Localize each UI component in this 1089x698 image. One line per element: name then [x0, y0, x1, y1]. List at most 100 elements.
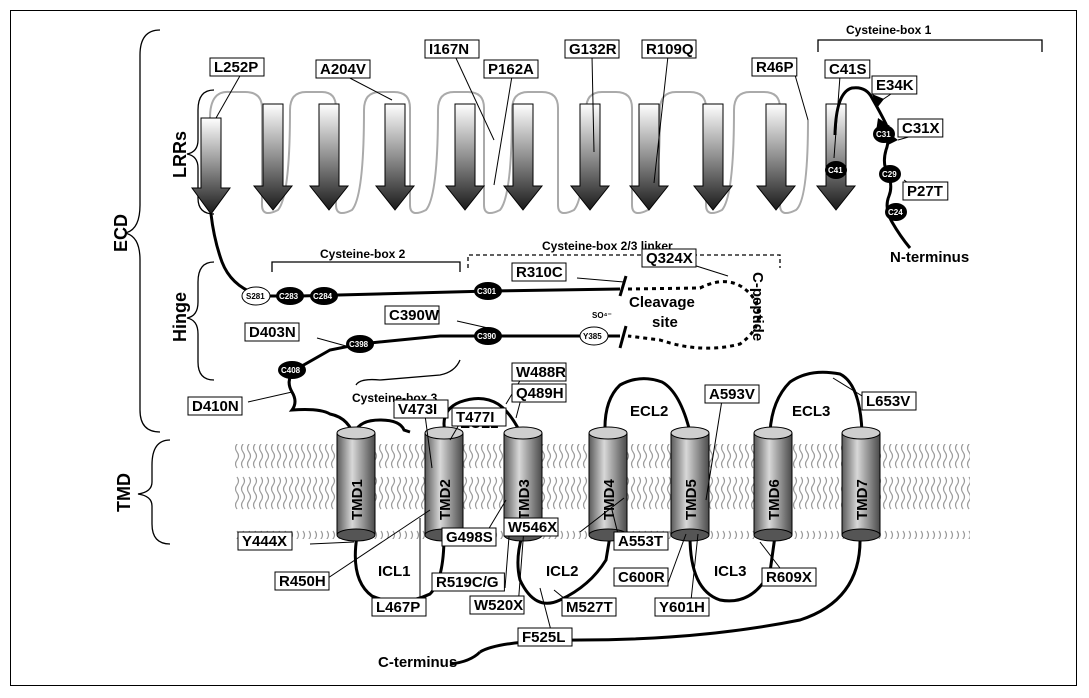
mutation-d403n: D403N	[245, 323, 299, 341]
mutation-a593v: A593V	[705, 385, 759, 403]
mutation-text: Y444X	[242, 533, 287, 550]
svg-text:C398: C398	[349, 340, 369, 349]
mutation-w520x: W520X	[470, 596, 524, 614]
mutation-text: C31X	[902, 120, 940, 137]
lrr-arrow-2	[254, 104, 292, 210]
cleavage-label: Cleavage	[629, 294, 695, 311]
mutation-text: R109Q	[646, 41, 694, 58]
lrr-arrows	[192, 104, 855, 214]
residue-c31: C31	[873, 125, 895, 143]
mutation-r609x: R609X	[762, 568, 816, 586]
lrr-arrow-7	[571, 104, 609, 210]
mutation-l252p: L252P	[210, 58, 264, 76]
mutation-r450h: R450H	[275, 572, 329, 590]
tmd5-label: TMD5	[683, 479, 700, 520]
sulfate-label: SO⁴⁻	[592, 311, 612, 320]
cysteine-box-1-title: Cysteine-box 1	[846, 23, 932, 37]
residue-c390: C390	[474, 327, 502, 345]
mutation-text: Q324X	[646, 250, 693, 267]
lrr-arrow-3	[310, 104, 348, 210]
residue-c301: C301	[474, 282, 502, 300]
mutation-g498s: G498S	[442, 528, 496, 546]
svg-text:C41: C41	[828, 166, 843, 175]
svg-text:C408: C408	[281, 366, 301, 375]
n-terminus-label: N-terminus	[890, 249, 969, 266]
mutation-q324x: Q324X	[642, 249, 696, 267]
mutation-f525l: F525L	[518, 628, 572, 646]
c-terminus-label: C-terminus	[378, 654, 457, 671]
mutation-text: R609X	[766, 569, 812, 586]
ecl3-label: ECL3	[792, 403, 830, 420]
residue-c408: C408	[278, 361, 306, 379]
mutation-e34k: E34K	[872, 76, 917, 94]
mutation-g132r: G132R	[565, 40, 619, 58]
svg-text:C390: C390	[477, 332, 497, 341]
mutation-text: Q489H	[516, 385, 564, 402]
mutation-text: G498S	[446, 529, 493, 546]
mutation-text: C600R	[618, 569, 665, 586]
hinge-label: Hinge	[170, 292, 190, 342]
svg-text:Y385: Y385	[583, 332, 602, 341]
residue-c283: C283	[276, 287, 304, 305]
lrr-arrow-8	[630, 104, 668, 210]
tmd7-label: TMD7	[854, 479, 871, 520]
mutation-r310c: R310C	[512, 263, 566, 281]
mutation-text: R46P	[756, 59, 794, 76]
svg-text:C283: C283	[279, 292, 299, 301]
mutation-text: D410N	[192, 398, 239, 415]
mutation-text: W546X	[508, 519, 557, 536]
residue-c24: C24	[885, 203, 907, 221]
mutation-text: R450H	[279, 573, 326, 590]
mutation-w546x: W546X	[504, 518, 558, 536]
mutation-q489h: Q489H	[512, 384, 566, 402]
mutation-text: L467P	[376, 599, 420, 616]
mutation-text: A553T	[618, 533, 663, 550]
mutation-text: V473I	[398, 401, 437, 418]
mutation-l467p: L467P	[372, 598, 426, 616]
ecd-label: ECD	[111, 214, 131, 252]
mutation-text: L252P	[214, 59, 258, 76]
mutation-text: P27T	[907, 183, 943, 200]
mutation-text: F525L	[522, 629, 565, 646]
svg-text:C31: C31	[876, 130, 891, 139]
mutation-text: I167N	[429, 41, 469, 58]
residue-c398: C398	[346, 335, 374, 353]
svg-text:C24: C24	[888, 208, 903, 217]
mutation-text: L653V	[866, 393, 910, 410]
svg-text:S281: S281	[246, 292, 265, 301]
tmd2-label: TMD2	[437, 479, 454, 520]
ecl2-label: ECL2	[630, 403, 668, 420]
mutation-d410n: D410N	[188, 397, 242, 415]
mutation-a204v: A204V	[316, 60, 370, 78]
svg-text:C29: C29	[882, 170, 897, 179]
mutation-r519c-g: R519C/G	[432, 573, 504, 591]
mutation-p27t: P27T	[903, 182, 948, 200]
mutation-text: G132R	[569, 41, 617, 58]
mutation-text: C390W	[389, 307, 440, 324]
icl1-label: ICL1	[378, 563, 411, 580]
mutation-c41s: C41S	[825, 60, 870, 78]
lrr-arrow-4	[376, 104, 414, 210]
lrr-arrow-10	[757, 104, 795, 210]
mutation-y601h: Y601H	[655, 598, 709, 616]
c-peptide-label: C-peptide	[749, 272, 766, 341]
svg-text:C301: C301	[477, 287, 497, 296]
mutation-l653v: L653V	[862, 392, 916, 410]
mutation-text: D403N	[249, 324, 296, 341]
mutation-text: T477I	[456, 409, 494, 426]
tmd-label: TMD	[114, 473, 134, 512]
cysteine-box-2-title: Cysteine-box 2	[320, 247, 406, 261]
tmd6-label: TMD6	[766, 479, 783, 520]
mutation-c600r: C600R	[614, 568, 668, 586]
icl3-label: ICL3	[714, 563, 747, 580]
mutation-v473i: V473I	[394, 400, 448, 418]
tmd1-label: TMD1	[349, 479, 366, 520]
mutation-text: R310C	[516, 264, 563, 281]
residue-c29: C29	[879, 165, 901, 183]
mutation-text: W520X	[474, 597, 523, 614]
mutation-text: Y601H	[659, 599, 705, 616]
mutation-c390w: C390W	[385, 306, 440, 324]
mutation-text: M527T	[566, 599, 613, 616]
mutation-w488r: W488R	[512, 363, 566, 381]
